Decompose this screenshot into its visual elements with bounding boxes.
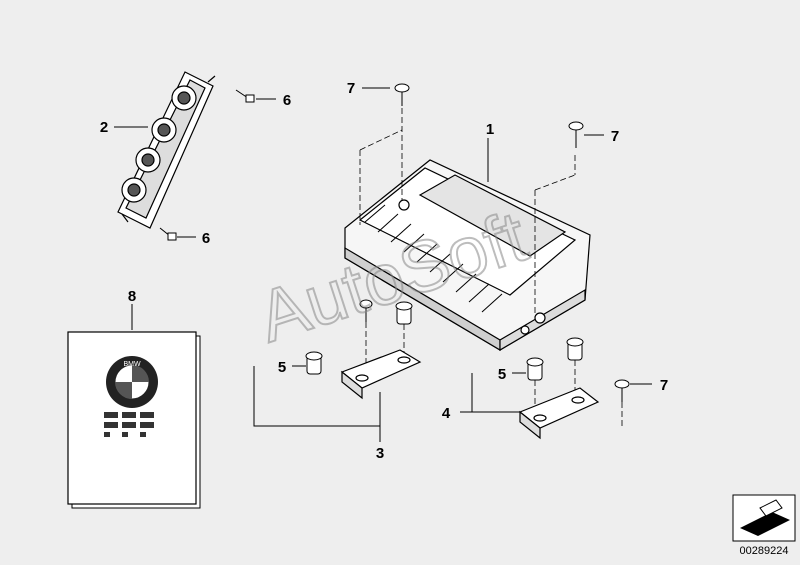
- callout-4: 4: [442, 405, 451, 422]
- bmw-logo-text: BMW: [123, 361, 141, 368]
- part-7-screw-bracket: [614, 379, 630, 402]
- manual-pictograms: [104, 412, 154, 437]
- reference-icon-box: [732, 494, 796, 542]
- part-8-manual: BMW: [67, 331, 201, 509]
- callout-2: 2: [100, 119, 108, 136]
- leader-lines: [114, 87, 652, 442]
- callout-5-right: 5: [498, 366, 506, 383]
- guide-lines-part-1: [359, 108, 576, 320]
- callout-5-left: 5: [278, 359, 286, 376]
- callout-1: 1: [486, 121, 494, 138]
- callout-6-upper: 6: [283, 92, 291, 109]
- part-6-screw-upper: [235, 89, 255, 103]
- callout-7-bracket: 7: [660, 377, 668, 394]
- reference-number: 00289224: [740, 545, 789, 557]
- part-4-bracket: [518, 387, 600, 440]
- callout-7-top: 7: [347, 80, 355, 97]
- part-3-bracket: [340, 349, 422, 400]
- part-2-connector-strip: [117, 71, 216, 229]
- part-7-screw-right: [568, 121, 584, 148]
- part-1-control-unit: [344, 159, 591, 352]
- bmw-logo: BMW: [106, 356, 158, 408]
- part-6-screw-lower: [159, 227, 177, 241]
- callout-3: 3: [376, 445, 384, 462]
- part-7-screw-top: [394, 83, 410, 106]
- part-7-screw-small: [359, 299, 373, 322]
- callout-7-right: 7: [611, 128, 619, 145]
- callout-8: 8: [128, 288, 136, 305]
- callout-6-lower: 6: [202, 230, 210, 247]
- part-5-mounts: [305, 301, 584, 381]
